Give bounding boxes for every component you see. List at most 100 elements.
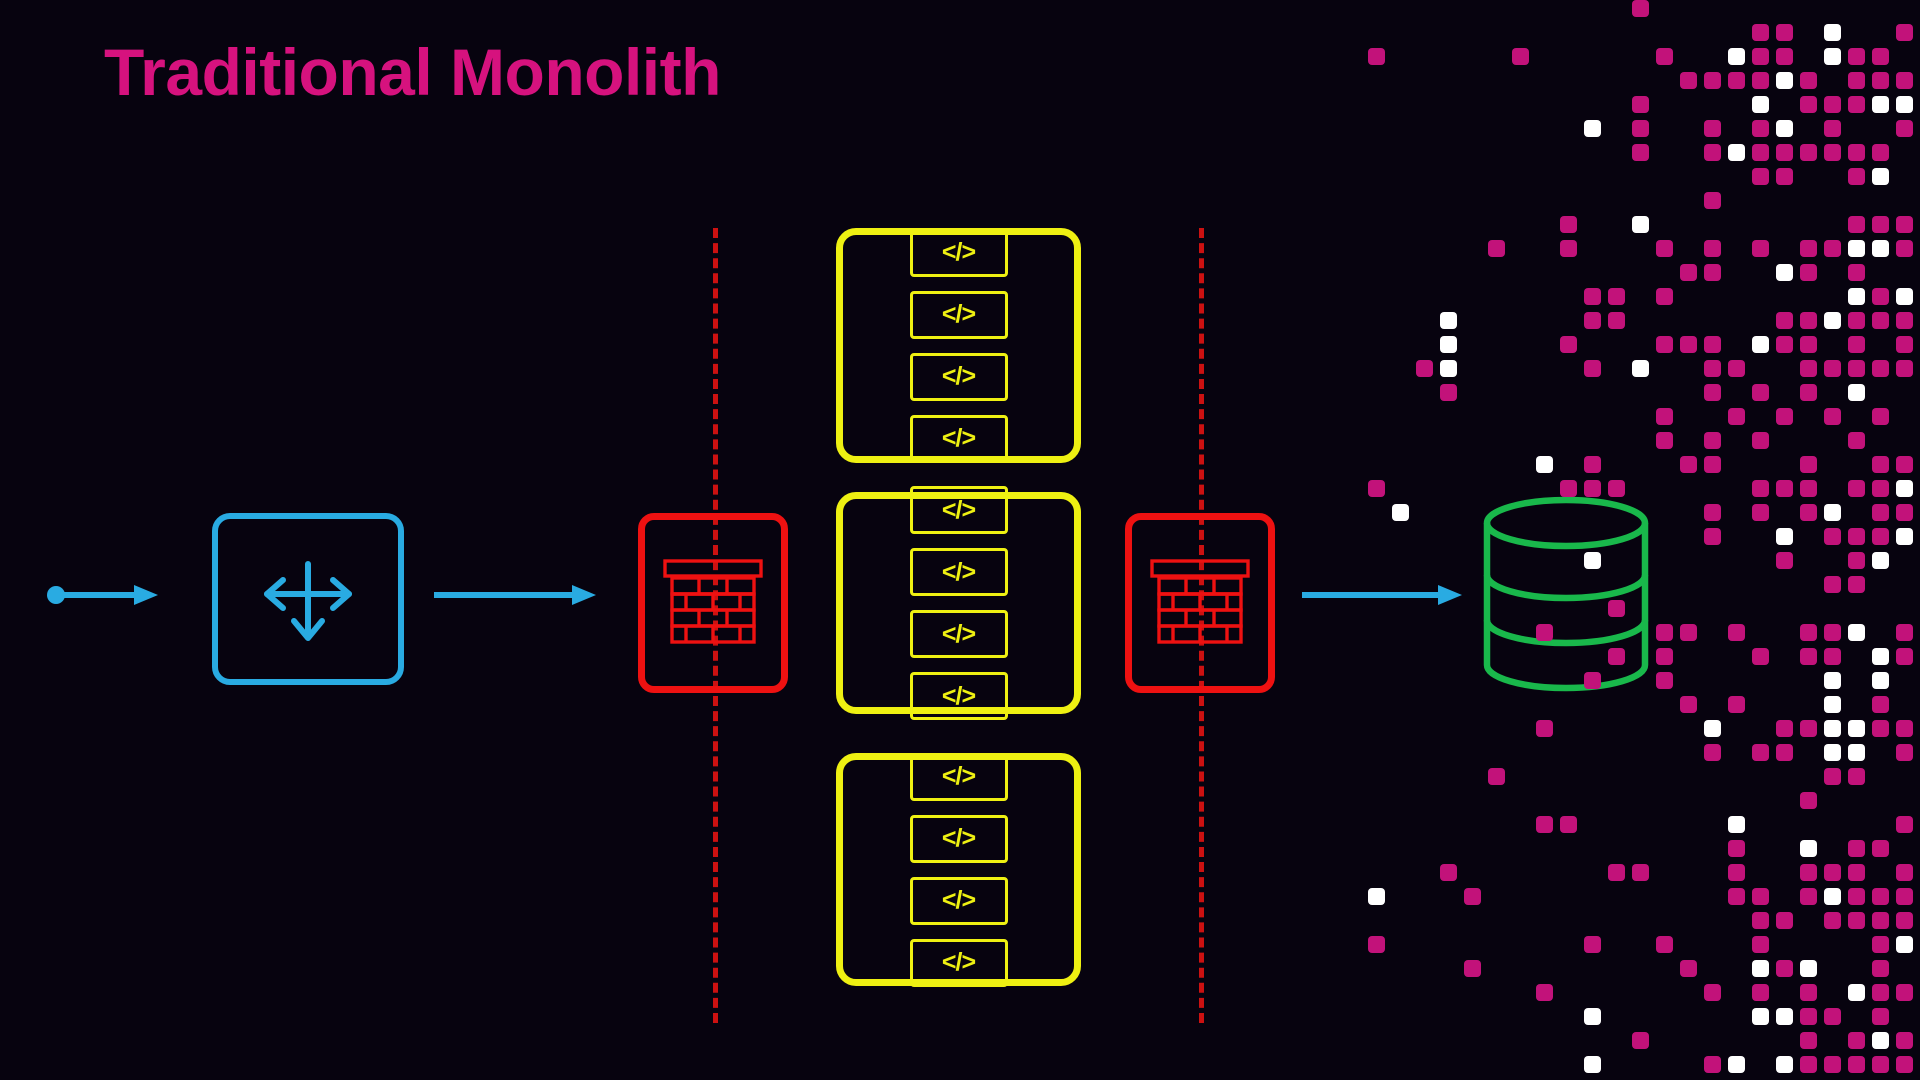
decorative-pixel (1752, 432, 1769, 449)
decorative-pixel (1632, 864, 1649, 881)
arrow-load-balancer-to-firewall (432, 580, 600, 615)
decorative-pixel (1872, 840, 1889, 857)
code-tile[interactable]: </> (909, 610, 1008, 658)
decorative-pixel (1776, 744, 1793, 761)
code-tile[interactable]: </> (909, 876, 1008, 925)
decorative-pixel (1680, 72, 1697, 89)
decorative-pixel (1752, 744, 1769, 761)
decorative-pixel (1656, 624, 1673, 641)
code-tile[interactable]: </> (909, 752, 1008, 801)
decorative-pixel (1584, 120, 1601, 137)
decorative-pixel (1776, 408, 1793, 425)
decorative-pixel (1872, 1056, 1889, 1073)
decorative-pixel (1824, 144, 1841, 161)
decorative-pixel (1872, 288, 1889, 305)
decorative-pixel (1824, 96, 1841, 113)
decorative-pixel (1824, 24, 1841, 41)
decorative-pixel (1872, 888, 1889, 905)
decorative-pixel (1800, 240, 1817, 257)
decorative-pixel (1752, 480, 1769, 497)
decorative-pixel (1800, 336, 1817, 353)
decorative-pixel (1896, 912, 1913, 929)
decorative-pixel (1872, 1008, 1889, 1025)
decorative-pixel (1848, 216, 1865, 233)
decorative-pixel (1872, 552, 1889, 569)
decorative-pixel (1848, 264, 1865, 281)
decorative-pixel (1704, 984, 1721, 1001)
decorative-pixel (1752, 24, 1769, 41)
decorative-pixel (1824, 912, 1841, 929)
code-tile[interactable]: </> (909, 548, 1008, 596)
decorative-pixel (1824, 864, 1841, 881)
decorative-pixel (1872, 984, 1889, 1001)
monolith-app-block[interactable]: </> </> </> </> (836, 752, 1081, 987)
monolith-app-block[interactable]: </> </> </> </> (836, 486, 1081, 720)
decorative-pixel (1848, 576, 1865, 593)
decorative-pixel (1848, 48, 1865, 65)
decorative-pixel (1584, 360, 1601, 377)
decorative-pixel (1680, 696, 1697, 713)
firewall-node-2[interactable] (1125, 513, 1275, 693)
code-tile[interactable]: </> (909, 938, 1008, 987)
decorative-pixel (1896, 24, 1913, 41)
code-tile[interactable]: </> (909, 672, 1008, 720)
code-tile[interactable]: </> (909, 414, 1008, 463)
decorative-pixel (1560, 336, 1577, 353)
decorative-pixel (1584, 312, 1601, 329)
monolith-app-block[interactable]: </> </> </> </> (836, 228, 1081, 463)
decorative-pixel (1824, 888, 1841, 905)
decorative-pixel (1752, 168, 1769, 185)
load-balancer-node[interactable] (212, 513, 404, 685)
decorative-pixel (1752, 912, 1769, 929)
decorative-pixel (1896, 1032, 1913, 1049)
code-tile[interactable]: </> (909, 352, 1008, 401)
code-tile[interactable]: </> (909, 814, 1008, 863)
decorative-pixel (1752, 960, 1769, 977)
decorative-pixel (1704, 192, 1721, 209)
decorative-pixel (1848, 768, 1865, 785)
code-tile[interactable]: </> (909, 290, 1008, 339)
decorative-pixel (1896, 1056, 1913, 1073)
decorative-pixel (1728, 408, 1745, 425)
firewall-node-1[interactable] (638, 513, 788, 693)
decorative-pixel (1896, 888, 1913, 905)
decorative-pixel (1368, 480, 1385, 497)
decorative-pixel (1632, 96, 1649, 113)
decorative-pixel (1632, 360, 1649, 377)
code-tile[interactable]: </> (909, 228, 1008, 277)
decorative-pixel (1776, 528, 1793, 545)
decorative-pixel (1800, 96, 1817, 113)
decorative-pixel (1776, 24, 1793, 41)
decorative-pixel (1752, 384, 1769, 401)
code-tile[interactable]: </> (909, 486, 1008, 534)
decorative-pixel (1848, 72, 1865, 89)
decorative-pixel (1848, 744, 1865, 761)
decorative-pixel (1824, 696, 1841, 713)
decorative-pixel (1848, 720, 1865, 737)
decorative-pixel (1536, 816, 1553, 833)
decorative-pixel (1728, 816, 1745, 833)
decorative-pixel (1800, 1056, 1817, 1073)
decorative-pixel (1848, 168, 1865, 185)
decorative-pixel (1872, 456, 1889, 473)
decorative-pixel (1728, 864, 1745, 881)
decorative-pixel (1848, 432, 1865, 449)
decorative-pixel (1896, 288, 1913, 305)
decorative-pixel (1728, 840, 1745, 857)
decorative-pixel (1680, 960, 1697, 977)
decorative-pixel (1776, 48, 1793, 65)
decorative-pixel (1632, 120, 1649, 137)
decorative-pixel (1800, 1032, 1817, 1049)
decorative-pixel (1656, 432, 1673, 449)
decorative-pixel (1824, 768, 1841, 785)
decorative-pixel (1800, 840, 1817, 857)
decorative-pixel (1800, 504, 1817, 521)
arrowhead-icon (134, 585, 158, 605)
database-node[interactable] (1482, 495, 1650, 693)
decorative-pixel (1824, 408, 1841, 425)
decorative-pixel (1752, 1008, 1769, 1025)
decorative-pixel (1848, 984, 1865, 1001)
decorative-pixel (1896, 720, 1913, 737)
decorative-pixel (1704, 120, 1721, 137)
